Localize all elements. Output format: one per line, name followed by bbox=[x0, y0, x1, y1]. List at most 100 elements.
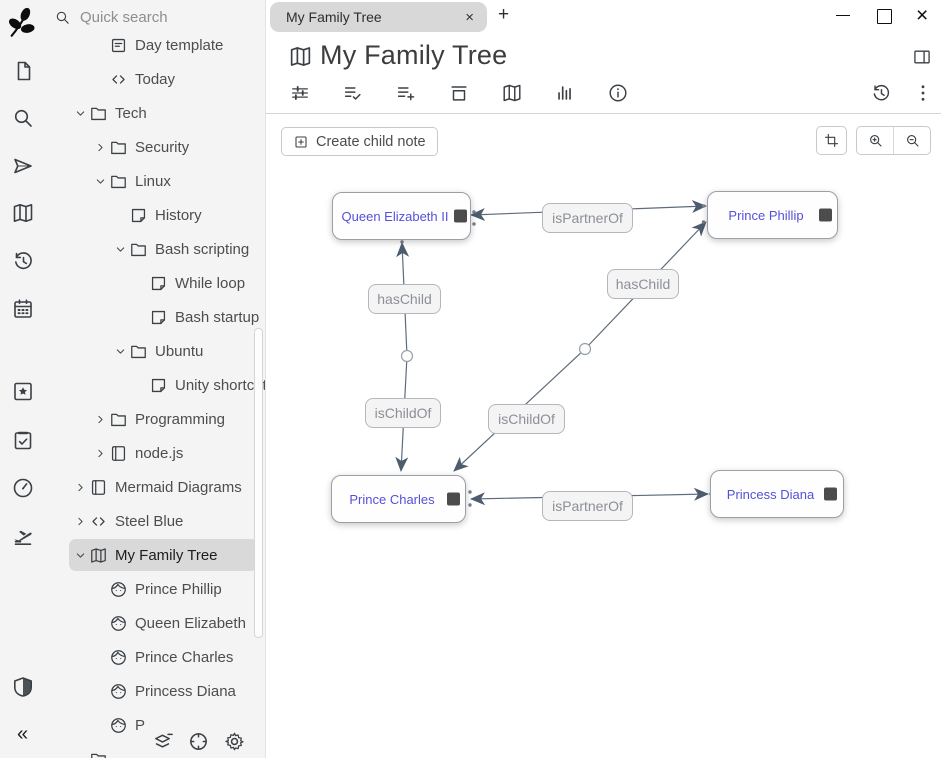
create-child-note-button[interactable]: Create child note bbox=[281, 127, 438, 156]
tree-item-label: Bash startup bbox=[175, 308, 260, 326]
tree-item-bash-scripting[interactable]: Bash scripting bbox=[45, 232, 265, 266]
collapse-tree-pane-icon[interactable]: « bbox=[16, 723, 29, 745]
scroll-to-active-icon[interactable] bbox=[187, 730, 210, 753]
reset-zoom-button[interactable] bbox=[816, 126, 847, 155]
new-tab-button[interactable]: + bbox=[498, 4, 510, 25]
chevron-down-icon[interactable] bbox=[71, 104, 89, 122]
person-icon bbox=[109, 580, 128, 599]
map-node-label: Prince Charles bbox=[349, 491, 435, 507]
node-drag-handle[interactable] bbox=[819, 208, 832, 222]
tree-item-princess-diana[interactable]: Princess Diana bbox=[45, 674, 265, 708]
tree-item-label: Unity shortcuts bbox=[175, 376, 265, 394]
tree-item-unity-shortcuts[interactable]: Unity shortcuts bbox=[45, 368, 265, 402]
promoted-attributes-icon[interactable] bbox=[395, 82, 417, 104]
tree-item-today[interactable]: Today bbox=[45, 62, 265, 96]
tree-item-security[interactable]: Security bbox=[45, 130, 265, 164]
map-node-queen-elizabeth[interactable]: Queen Elizabeth II bbox=[332, 192, 471, 240]
launcher-bar: « bbox=[0, 0, 45, 758]
revisions-icon[interactable] bbox=[870, 82, 892, 104]
tree-scrollbar[interactable] bbox=[254, 328, 263, 638]
collapse-tree-icon[interactable] bbox=[151, 730, 174, 753]
tree-item-day-template[interactable]: Day template bbox=[45, 37, 265, 62]
chevron-right-icon[interactable] bbox=[71, 478, 89, 496]
quick-search-input[interactable]: Quick search bbox=[54, 9, 168, 26]
edge-label-haschild: hasChild bbox=[607, 269, 679, 299]
tree-item-label: Tech bbox=[115, 104, 147, 122]
tree-item-ubuntu[interactable]: Ubuntu bbox=[45, 334, 265, 368]
tab-close-icon[interactable]: × bbox=[465, 8, 474, 26]
chevron-spacer bbox=[91, 716, 109, 734]
tree-settings-icon[interactable] bbox=[223, 730, 246, 753]
tab-my-family-tree[interactable]: My Family Tree × bbox=[270, 2, 487, 32]
tree-item-label: Prince Phillip bbox=[135, 580, 222, 598]
jump-to-note-icon[interactable] bbox=[11, 154, 35, 178]
map-icon[interactable] bbox=[11, 201, 35, 225]
edge-label-ischildof: isChildOf bbox=[488, 404, 565, 434]
tree-item-label: Linux bbox=[135, 172, 171, 190]
quick-search-placeholder: Quick search bbox=[80, 9, 168, 26]
chevron-right-icon[interactable] bbox=[71, 512, 89, 530]
dashboard-icon[interactable] bbox=[11, 476, 35, 500]
protected-session-icon[interactable] bbox=[11, 675, 35, 699]
recent-changes-icon[interactable] bbox=[11, 249, 35, 273]
chevron-down-icon[interactable] bbox=[111, 342, 129, 360]
note-info-icon[interactable] bbox=[607, 82, 629, 104]
code-note-icon bbox=[109, 70, 128, 89]
tree-item-history[interactable]: History bbox=[45, 198, 265, 232]
folder-icon bbox=[129, 342, 148, 361]
note-paths-icon[interactable] bbox=[448, 82, 470, 104]
zoom-in-icon bbox=[867, 132, 884, 149]
basic-properties-icon[interactable] bbox=[289, 82, 311, 104]
tree-item-label: Security bbox=[135, 138, 190, 156]
tree-item-while-loop[interactable]: While loop bbox=[45, 266, 265, 300]
map-icon[interactable] bbox=[501, 82, 523, 104]
tree-item-p[interactable]: P bbox=[45, 708, 265, 742]
zoom-in-button[interactable] bbox=[857, 127, 893, 154]
chevron-down-icon[interactable] bbox=[111, 240, 129, 258]
search-icon bbox=[54, 9, 71, 26]
chevron-spacer bbox=[131, 308, 149, 326]
map-node-prince-phillip[interactable]: Prince Phillip bbox=[707, 191, 838, 239]
new-note-icon[interactable] bbox=[11, 59, 35, 83]
right-pane-toggle-icon[interactable] bbox=[912, 47, 932, 67]
chevron-right-icon[interactable] bbox=[91, 410, 109, 428]
chevron-down-icon[interactable] bbox=[91, 172, 109, 190]
todo-icon[interactable] bbox=[11, 428, 35, 452]
tree-item-partial[interactable] bbox=[45, 742, 265, 758]
tree-item-my-family-tree[interactable]: My Family Tree bbox=[45, 538, 265, 572]
chevron-down-icon[interactable] bbox=[71, 546, 89, 564]
similar-notes-icon[interactable] bbox=[554, 82, 576, 104]
more-options-icon[interactable] bbox=[912, 82, 934, 104]
travel-icon[interactable] bbox=[11, 524, 35, 548]
tree-item-tech[interactable]: Tech bbox=[45, 96, 265, 130]
tree-item-programming[interactable]: Programming bbox=[45, 402, 265, 436]
tree-item-node-js[interactable]: node.js bbox=[45, 436, 265, 470]
zoom-out-button[interactable] bbox=[893, 127, 930, 154]
minimize-icon[interactable] bbox=[836, 15, 850, 16]
calendar-icon[interactable] bbox=[11, 297, 35, 321]
tree-item-label: P bbox=[135, 716, 146, 734]
map-node-princess-diana[interactable]: Princess Diana bbox=[710, 470, 844, 518]
tree-item-mermaid-diagrams[interactable]: Mermaid Diagrams bbox=[45, 470, 265, 504]
tree-item-linux[interactable]: Linux bbox=[45, 164, 265, 198]
tree-item-bash-startup[interactable]: Bash startup bbox=[45, 300, 265, 334]
search-icon[interactable] bbox=[11, 106, 35, 130]
map-node-prince-charles[interactable]: Prince Charles bbox=[331, 475, 466, 523]
node-drag-handle[interactable] bbox=[447, 492, 460, 506]
owned-attributes-icon[interactable] bbox=[342, 82, 364, 104]
node-drag-handle[interactable] bbox=[454, 209, 467, 223]
bookmarks-icon[interactable] bbox=[11, 379, 35, 403]
tab-title: My Family Tree bbox=[286, 9, 382, 25]
chevron-right-icon[interactable] bbox=[91, 444, 109, 462]
folder-icon bbox=[89, 104, 108, 123]
tree-item-steel-blue[interactable]: Steel Blue bbox=[45, 504, 265, 538]
close-icon[interactable]: × bbox=[916, 4, 929, 27]
node-drag-handle[interactable] bbox=[824, 487, 837, 501]
tree-item-queen-elizabeth[interactable]: Queen Elizabeth bbox=[45, 606, 265, 640]
chevron-right-icon[interactable] bbox=[91, 138, 109, 156]
note-title[interactable]: My Family Tree bbox=[320, 40, 508, 70]
maximize-icon[interactable] bbox=[877, 9, 892, 24]
tree-item-prince-phillip[interactable]: Prince Phillip bbox=[45, 572, 265, 606]
tree-item-prince-charles[interactable]: Prince Charles bbox=[45, 640, 265, 674]
